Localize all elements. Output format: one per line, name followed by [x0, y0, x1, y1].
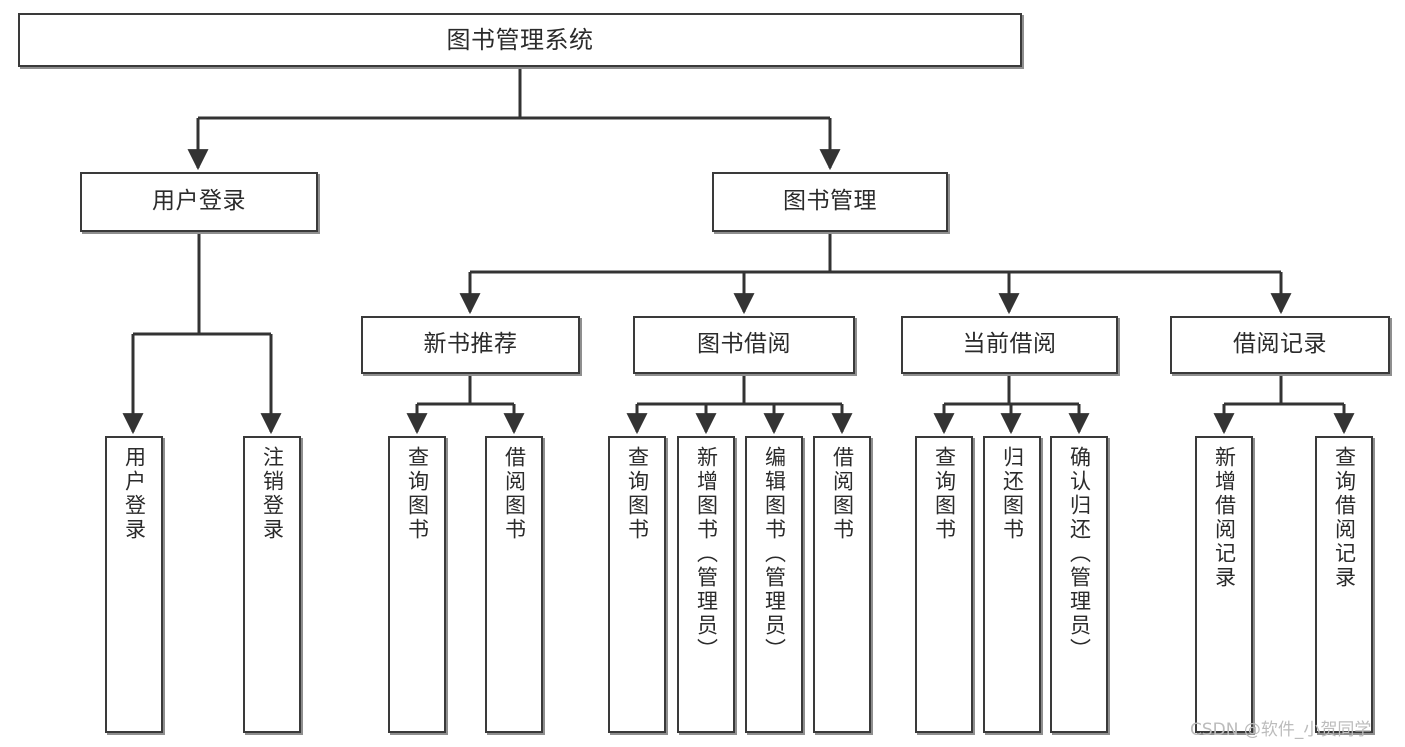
node-book-manage[interactable]: 图书管理	[712, 172, 948, 232]
node-borrow-record[interactable]: 借阅记录	[1170, 316, 1390, 374]
leaf-borrow-book-2[interactable]: 借阅图书	[813, 436, 871, 733]
leaf-confirm-return[interactable]: 确认归还（管理员）	[1050, 436, 1108, 733]
leaf-query-book-2[interactable]: 查询图书	[608, 436, 666, 733]
leaf-query-record[interactable]: 查询借阅记录	[1315, 436, 1373, 733]
node-label: 借阅图书	[502, 446, 527, 542]
node-label: 查询图书	[932, 446, 957, 542]
node-label: 查询借阅记录	[1332, 446, 1357, 590]
node-root-system[interactable]: 图书管理系统	[18, 13, 1022, 67]
leaf-add-record[interactable]: 新增借阅记录	[1195, 436, 1253, 733]
leaf-logout-login[interactable]: 注销登录	[243, 436, 301, 733]
leaf-query-book-3[interactable]: 查询图书	[915, 436, 973, 733]
node-label: 借阅图书	[830, 446, 855, 542]
leaf-add-book[interactable]: 新增图书（管理员）	[677, 436, 735, 733]
leaf-return-book[interactable]: 归还图书	[983, 436, 1041, 733]
node-new-book-recommend[interactable]: 新书推荐	[361, 316, 580, 374]
node-label: 归还图书	[1000, 446, 1025, 542]
node-current-borrow[interactable]: 当前借阅	[901, 316, 1118, 374]
csdn-watermark: CSDN @软件_小贺同学	[1190, 720, 1372, 740]
node-label: 新书推荐	[423, 331, 518, 358]
node-label: 编辑图书（管理员）	[762, 446, 787, 662]
node-label: 用户登录	[122, 446, 147, 542]
node-label: 图书管理	[783, 188, 877, 215]
node-label: 借阅记录	[1233, 331, 1327, 358]
node-label: 用户登录	[152, 188, 246, 215]
node-label: 图书管理系统	[446, 25, 594, 54]
node-user-login[interactable]: 用户登录	[80, 172, 318, 232]
node-label: 查询图书	[405, 446, 430, 542]
node-label: 新增图书（管理员）	[694, 446, 719, 662]
node-label: 查询图书	[625, 446, 650, 542]
leaf-borrow-book-1[interactable]: 借阅图书	[485, 436, 543, 733]
node-label: 当前借阅	[962, 331, 1057, 358]
node-label: 确认归还（管理员）	[1067, 446, 1092, 662]
node-label: 图书借阅	[697, 331, 791, 358]
node-label: 新增借阅记录	[1212, 446, 1237, 590]
leaf-edit-book[interactable]: 编辑图书（管理员）	[745, 436, 803, 733]
node-label: 注销登录	[260, 446, 285, 542]
leaf-query-book-1[interactable]: 查询图书	[388, 436, 446, 733]
leaf-user-login[interactable]: 用户登录	[105, 436, 163, 733]
node-book-borrow[interactable]: 图书借阅	[633, 316, 855, 374]
